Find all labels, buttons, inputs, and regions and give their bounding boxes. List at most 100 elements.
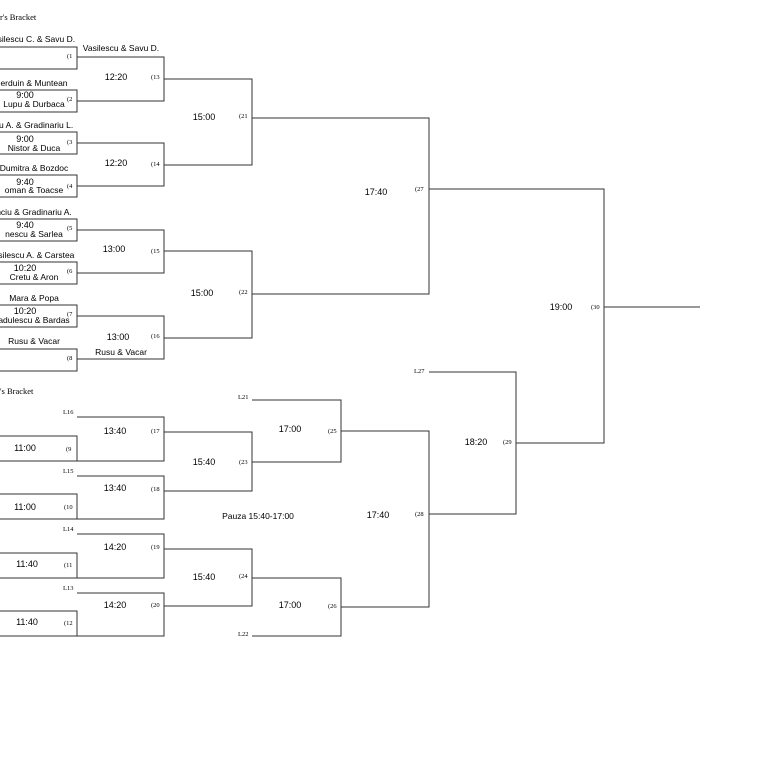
team-name: vu A. & Gradinariu L.: [0, 120, 73, 130]
loser-ref: L15: [63, 468, 73, 475]
match-time: 17:00: [279, 424, 302, 434]
match-time: 15:00: [193, 112, 216, 122]
loser-ref: L27: [414, 368, 425, 375]
match-time: 17:40: [365, 187, 388, 197]
bracket-line: [0, 493, 78, 519]
match-number: (19: [151, 544, 160, 551]
bracket-line: [0, 533, 165, 579]
match-time: 14:20: [104, 600, 127, 610]
match-number: (20: [151, 602, 160, 609]
team-name: asilescu A. & Carstea: [0, 250, 75, 260]
match-time: 15:00: [191, 288, 214, 298]
match-number: (25: [328, 428, 337, 435]
match-number: (28: [415, 511, 424, 518]
match-time: 19:00: [550, 302, 573, 312]
match-time: 17:40: [367, 510, 390, 520]
team-name: asilescu C. & Savu D.: [0, 34, 75, 44]
bracket-line: [0, 610, 78, 636]
team-name: Lupu & Durbaca: [3, 99, 65, 109]
match-number: (22: [239, 289, 248, 296]
match-number: (7: [67, 311, 73, 318]
bracket-line: [0, 475, 165, 520]
match-time: 11:40: [16, 617, 38, 627]
team-name: Cretu & Aron: [10, 272, 59, 282]
match-time: 11:40: [16, 559, 38, 569]
team-name: Vasilescu & Savu D.: [83, 43, 159, 53]
match-number: (29: [503, 439, 512, 446]
match-time: 13:40: [104, 426, 127, 436]
match-time: 9:00: [16, 90, 34, 100]
match-time: 10:20: [14, 306, 37, 316]
bracket-line: [341, 430, 430, 608]
bracket-lines: [0, 46, 700, 637]
match-time: 9:40: [16, 177, 34, 187]
team-name: erduin & Muntean: [0, 78, 67, 88]
match-number: (27: [415, 186, 424, 193]
bracket-line: [0, 435, 78, 461]
bracket-line: [0, 348, 78, 372]
match-time: 13:00: [103, 244, 126, 254]
team-name: Rusu & Vacar: [95, 347, 147, 357]
match-number: (11: [64, 562, 72, 569]
winners-bracket-heading: r's Bracket: [0, 12, 37, 22]
match-time: 18:20: [465, 437, 488, 447]
bracket-line: [0, 592, 165, 637]
match-number: (4: [67, 183, 73, 190]
match-time: 15:40: [193, 457, 216, 467]
match-time: 12:20: [105, 158, 128, 168]
match-number: (12: [64, 620, 73, 627]
loser-ref: L21: [238, 394, 248, 401]
team-name: Dumitra & Bozdoc: [0, 163, 69, 173]
match-time: 13:40: [104, 483, 127, 493]
match-number: (1: [67, 53, 72, 60]
team-name: Nistor & Duca: [8, 143, 61, 153]
match-number: (3: [67, 139, 72, 146]
match-time: 12:20: [105, 72, 128, 82]
match-number: (21: [239, 113, 248, 120]
match-time: 11:00: [14, 502, 36, 512]
loser-ref: L22: [238, 631, 248, 638]
match-time: 10:20: [14, 263, 37, 273]
match-time: 14:20: [104, 542, 127, 552]
loser-ref: L13: [63, 585, 73, 592]
match-number: (10: [64, 504, 73, 511]
match-number: (5: [67, 225, 72, 232]
match-time: 11:00: [14, 443, 36, 453]
match-number: (6: [67, 268, 73, 275]
match-number: (14: [151, 161, 160, 168]
match-time: 15:40: [193, 572, 216, 582]
team-name: Mara & Popa: [9, 293, 59, 303]
loser-ref: L16: [63, 409, 74, 416]
losers-bracket-heading: 's Bracket: [0, 386, 34, 396]
match-time: 9:40: [16, 220, 34, 230]
match-number: (17: [151, 428, 160, 435]
match-number: (23: [239, 459, 248, 466]
match-number: (13: [151, 74, 160, 81]
match-number: (2: [67, 96, 72, 103]
match-time: 9:00: [16, 134, 34, 144]
match-number: (8: [67, 355, 72, 362]
match-number: (16: [151, 333, 160, 340]
match-number: (30: [591, 304, 600, 311]
team-name: oman & Toacse: [5, 185, 64, 195]
loser-ref: L14: [63, 526, 74, 533]
bracket-line: [164, 78, 253, 166]
match-number: (18: [151, 486, 160, 493]
team-name: nescu & Sarlea: [5, 229, 63, 239]
match-time: 13:00: [107, 332, 130, 342]
match-number: (15: [151, 248, 160, 255]
bracket-line: [429, 188, 605, 444]
team-name: Rusu & Vacar: [8, 336, 60, 346]
match-time: 17:00: [279, 600, 302, 610]
bracket-line: [252, 117, 430, 295]
team-name: nciu & Gradinariu A.: [0, 207, 72, 217]
pause-note: Pauza 15:40-17:00: [222, 511, 294, 521]
bracket-line: [0, 46, 78, 70]
bracket-line: [0, 552, 78, 578]
match-number: (26: [328, 603, 337, 610]
team-name: adulescu & Bardas: [0, 315, 70, 325]
match-number: (24: [239, 573, 248, 580]
bracket-line: [0, 416, 165, 462]
match-number: (9: [66, 446, 71, 453]
